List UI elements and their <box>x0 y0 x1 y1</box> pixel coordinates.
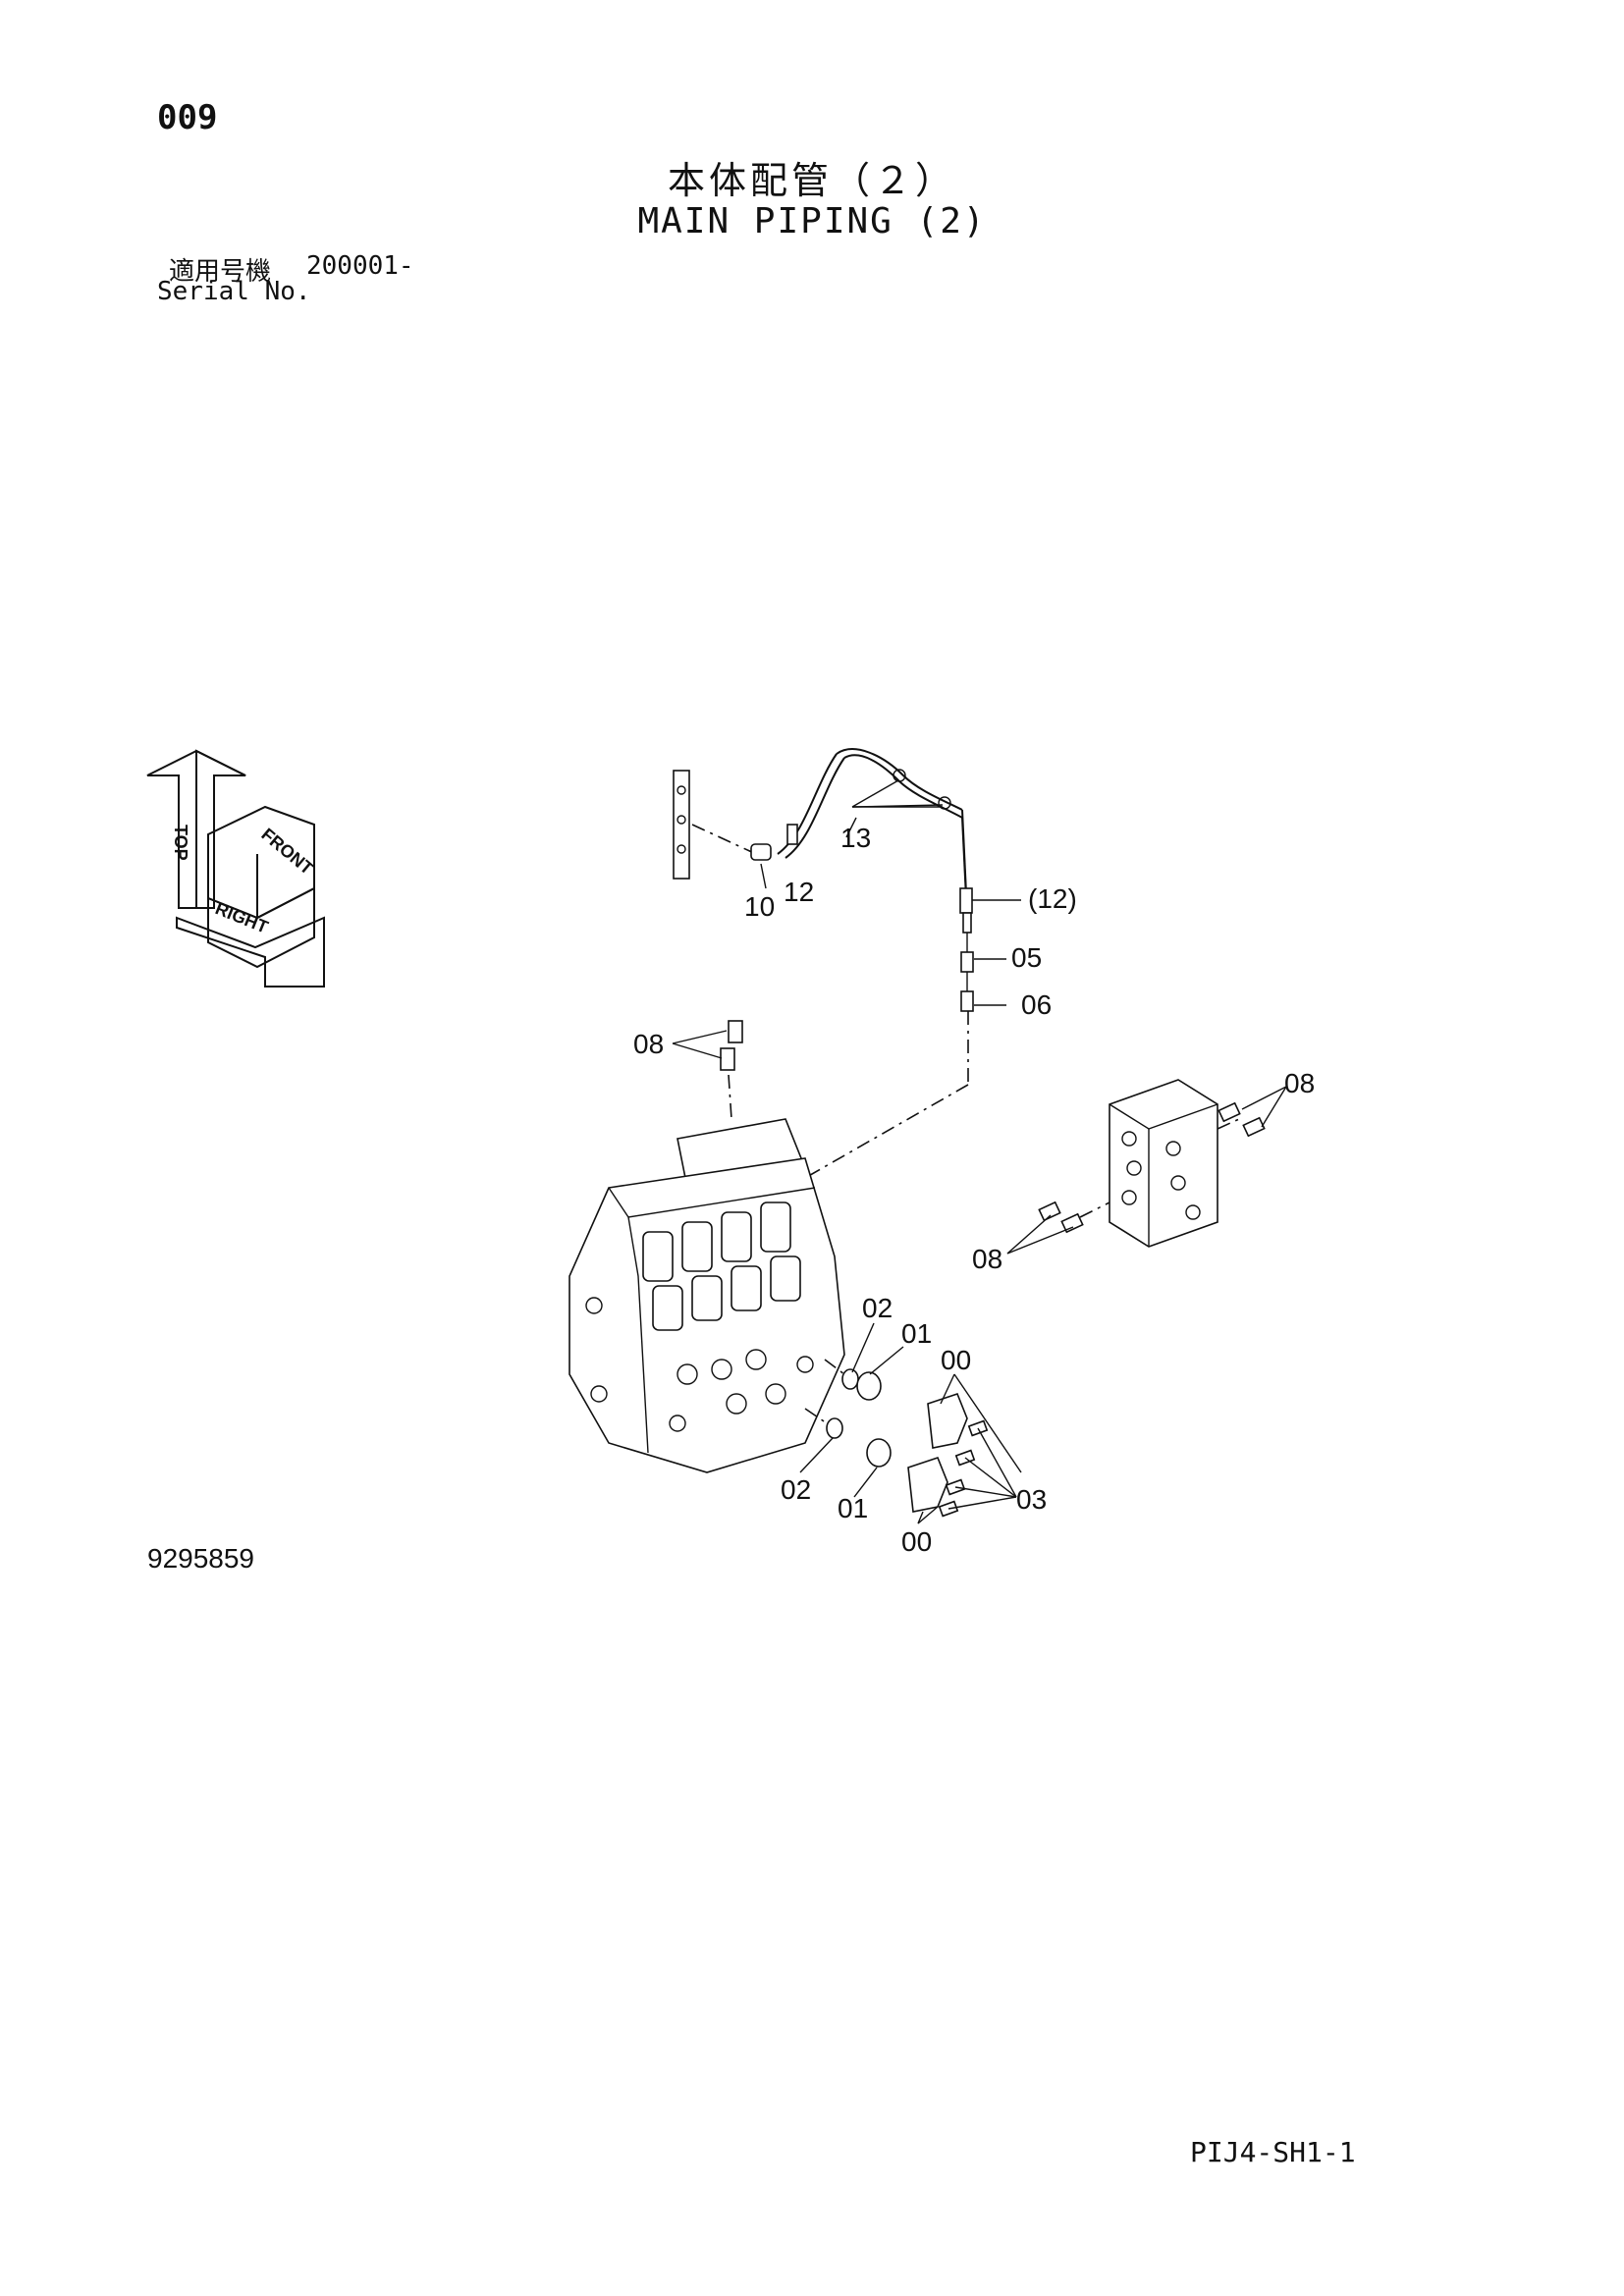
hose-assembly <box>673 748 974 1179</box>
title-english: MAIN PIPING (2) <box>637 201 987 241</box>
callout-00-upper: 00 <box>941 1345 971 1375</box>
callout-08-right: 08 <box>1284 1068 1315 1098</box>
callout-05: 05 <box>1011 942 1042 973</box>
callout-08-lower: 08 <box>972 1244 1002 1274</box>
callout-03: 03 <box>1016 1484 1047 1515</box>
callout-08-upper: 08 <box>633 1029 664 1059</box>
serial-label-japanese: 適用号機 <box>169 257 272 287</box>
callout-10: 10 <box>744 891 775 922</box>
axis-label-front: FRONT <box>257 825 316 879</box>
fittings-08-upper <box>720 1020 743 1120</box>
sheet-code: PIJ4-SH1-1 <box>1190 2136 1356 2168</box>
orientation-indicator: TOP FRONT RIGHT <box>146 749 325 988</box>
callout-12-ref: (12) <box>1028 883 1077 914</box>
title-japanese: 本体配管（２） <box>667 159 956 202</box>
callout-labels: 10 12 13 (12) 05 06 08 08 08 02 01 00 02… <box>633 823 1315 1557</box>
callout-01-upper: 01 <box>901 1318 932 1349</box>
drawing-number: 9295859 <box>147 1543 255 1574</box>
serial-range: 200001- <box>306 251 414 281</box>
axis-label-right: RIGHT <box>213 898 271 937</box>
callout-00-lower: 00 <box>901 1526 932 1557</box>
auxiliary-valve-block <box>1038 1079 1266 1248</box>
flange-parts <box>804 1359 989 1518</box>
callout-12: 12 <box>784 877 814 907</box>
callout-13: 13 <box>840 823 871 853</box>
callout-01-lower: 01 <box>838 1493 868 1523</box>
leader-lines <box>672 779 1287 1524</box>
callout-02-upper: 02 <box>862 1293 893 1323</box>
main-control-valve <box>568 1118 845 1473</box>
page-number: 009 <box>157 98 218 137</box>
callout-02-lower: 02 <box>781 1474 811 1505</box>
callout-06: 06 <box>1021 989 1052 1020</box>
axis-label-top: TOP <box>171 825 190 861</box>
serial-label-english: Serial No. <box>157 277 311 306</box>
